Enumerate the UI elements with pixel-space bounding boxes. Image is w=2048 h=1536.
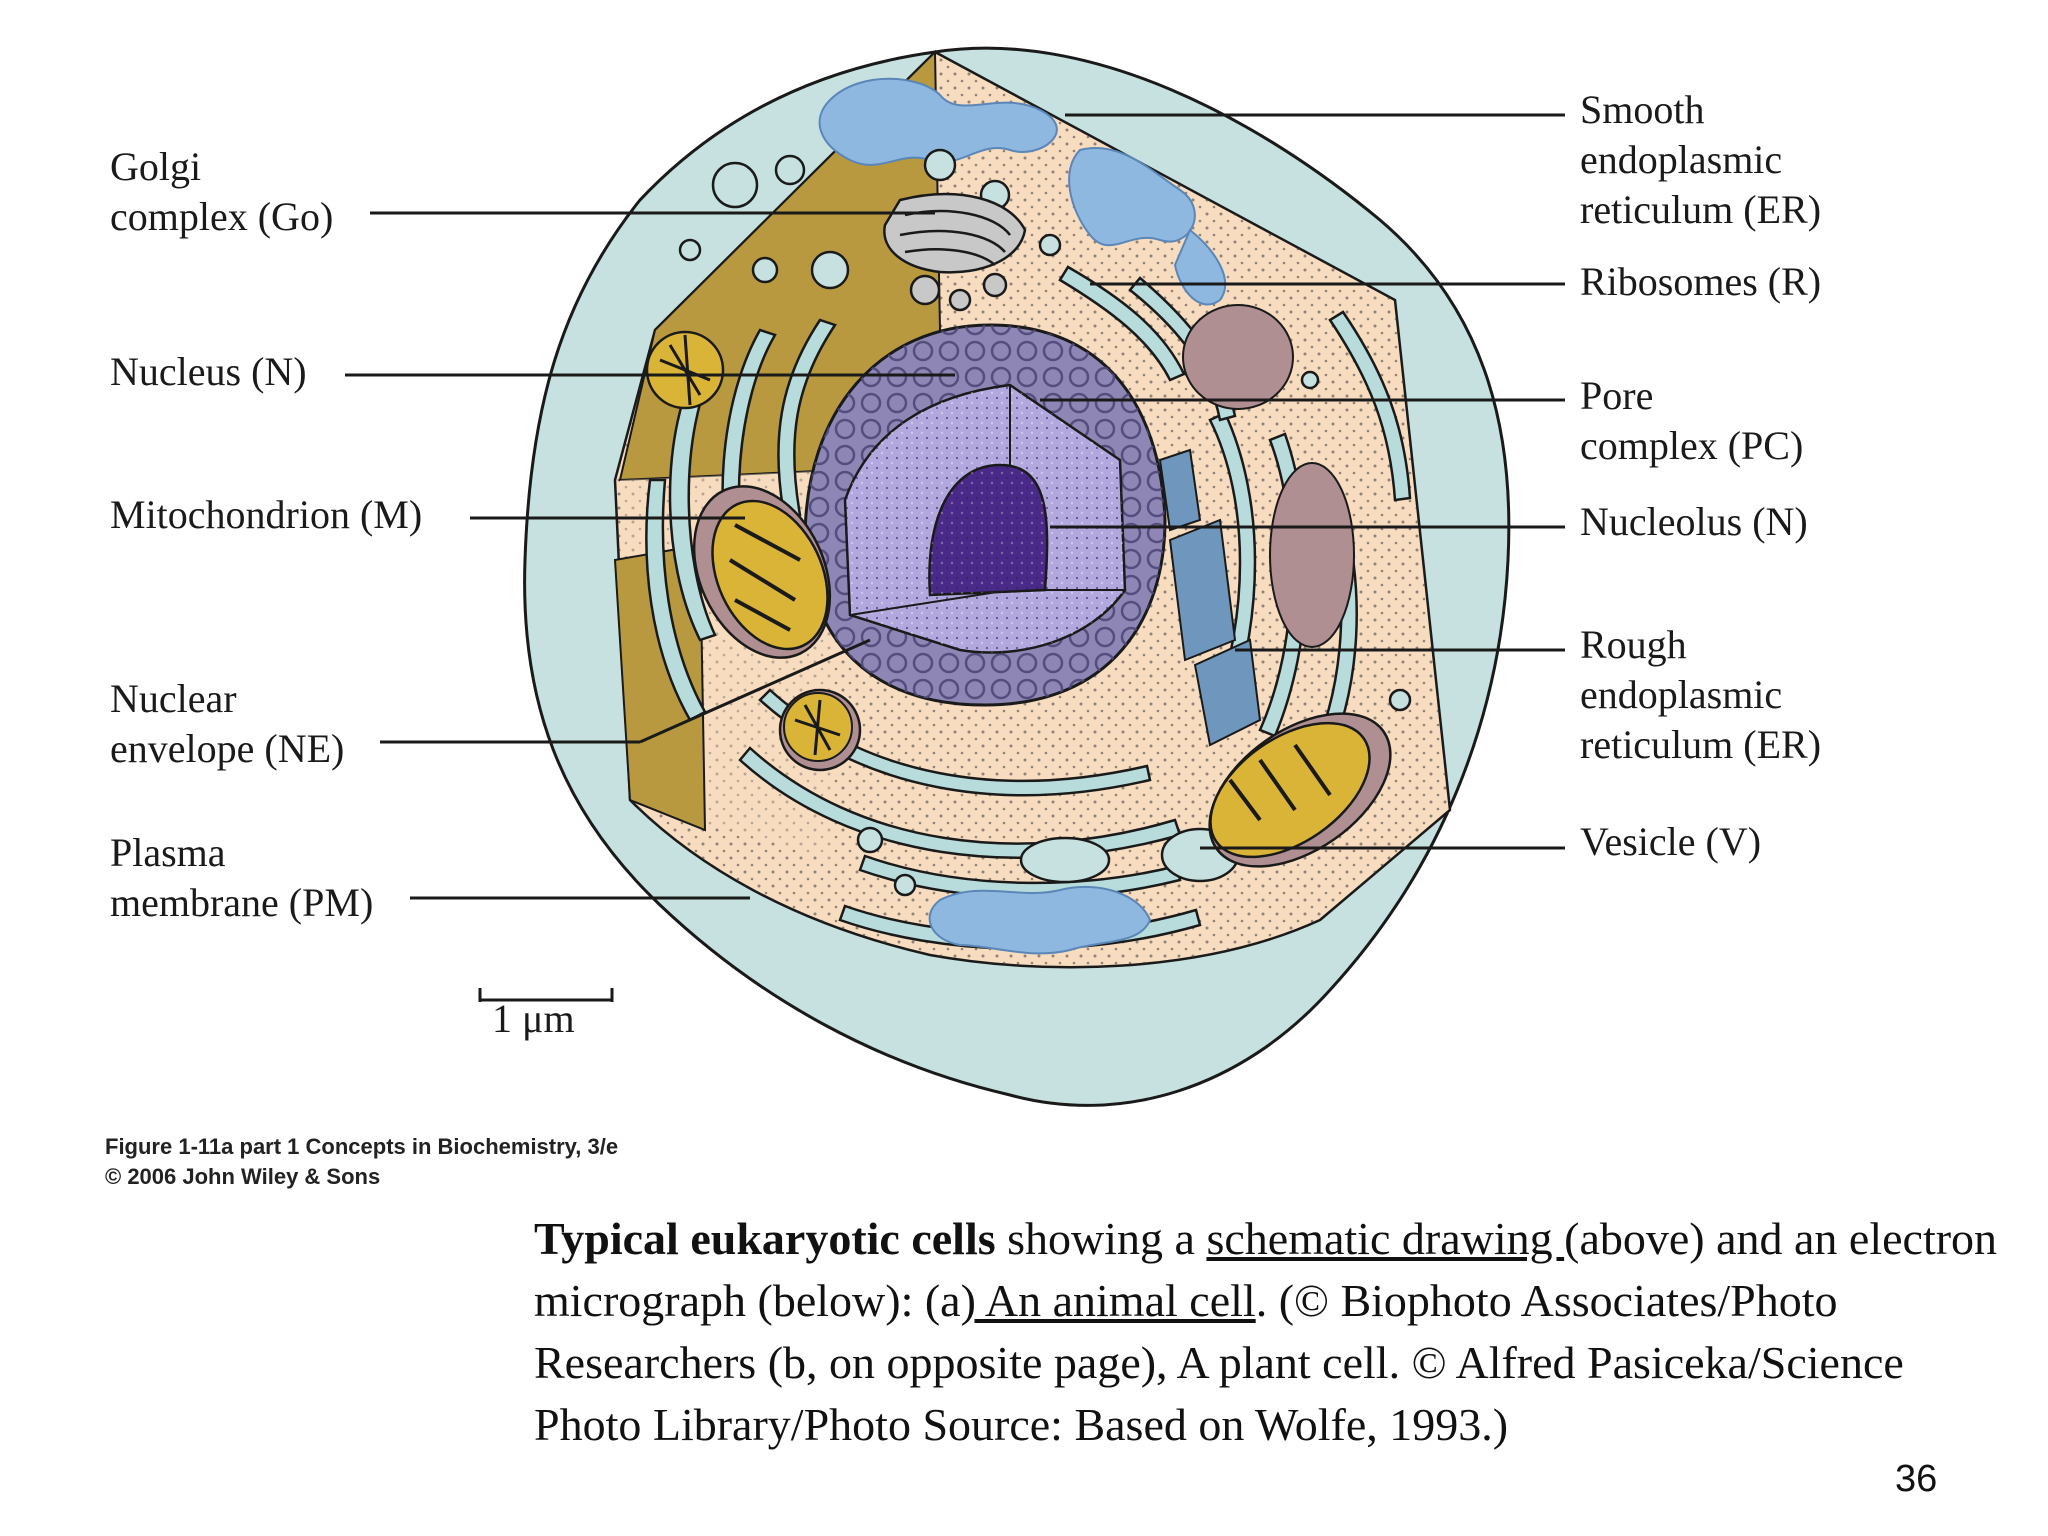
rough-er-stack [1158,448,1262,747]
label-vesicle: Vesicle (V) [1580,819,1762,864]
caption-bold: Typical eukaryotic cells [534,1213,996,1264]
label-nucleus: Nucleus (N) [110,349,307,394]
figure-caption: Typical eukaryotic cells showing a schem… [534,1208,2014,1456]
caption-part-2: (above) and an electron micrograph (belo… [534,1213,1998,1326]
label-smooth-er: Smooth endoplasmic reticulum (ER) [1580,87,1822,232]
label-nuclear-envelope: Nuclear envelope (NE) [110,676,345,771]
caption-underline-1: schematic drawing [1206,1213,1565,1264]
leader-lines [345,113,1565,900]
credit-line-2: © 2006 John Wiley & Sons [105,1164,381,1189]
label-mitochondrion: Mitochondrion (M) [110,492,423,537]
scale-bar [478,988,614,1002]
mitochondrion-shapes [645,330,1392,868]
caption-underline-2: ) An animal cell [960,1275,1256,1326]
label-plasma-membrane: Plasma membrane (PM) [110,830,374,925]
smooth-er-shapes [818,77,1227,955]
label-golgi: Golgi complex (Go) [110,144,334,239]
nucleus-shape [803,323,1167,707]
label-pore-complex: Pore complex (PC) [1580,373,1804,468]
credit-line-1: Figure 1-11a part 1 Concepts in Biochemi… [105,1134,619,1159]
label-rough-er: Rough endoplasmic reticulum (ER) [1580,622,1822,767]
label-nucleolus: Nucleolus (N) [1580,499,1808,544]
figure-credit: Figure 1-11a part 1 Concepts in Biochemi… [105,1132,618,1192]
vesicle-shapes [678,148,1412,897]
page-number: 36 [1895,1458,1938,1500]
lysosome-shapes [1182,304,1355,648]
caption-part-1: showing a [995,1213,1207,1264]
label-ribosomes: Ribosomes (R) [1580,259,1822,304]
caption-part-3: . (© Biophoto Associates/Photo Researche… [534,1275,1904,1450]
scale-bar-label: 1 μm [492,996,575,1041]
